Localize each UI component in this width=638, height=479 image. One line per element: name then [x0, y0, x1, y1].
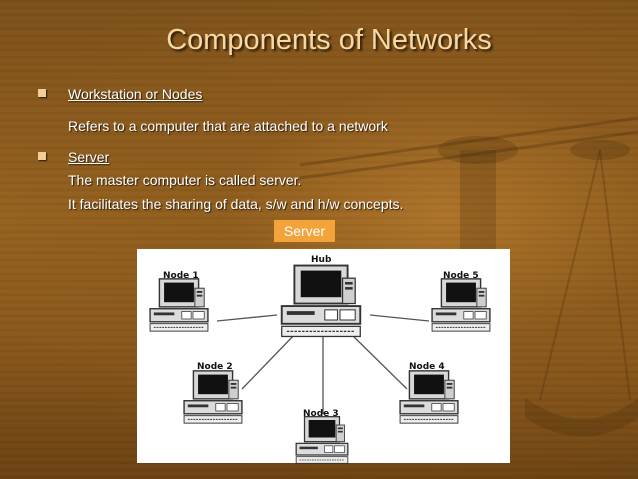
desktop-computer-icon — [399, 370, 459, 424]
desktop-computer-icon — [183, 370, 243, 424]
bullet-square-icon — [38, 152, 46, 160]
slide-title: Components of Networks — [166, 24, 492, 56]
node-4-label: Node 4 — [409, 362, 445, 372]
network-diagram: Hub Node 1 Node 5 Node 2 Node 4 Node 3 — [137, 249, 510, 464]
network-links — [216, 314, 430, 414]
node-2-computer — [179, 369, 247, 430]
node-3-label: Node 3 — [303, 409, 339, 419]
bullet-heading-workstation: Workstation or Nodes — [68, 86, 203, 102]
desktop-computer-icon — [295, 416, 349, 464]
node-1-computer — [145, 277, 213, 338]
hub-label: Hub — [311, 255, 332, 265]
node-1-label: Node 1 — [163, 271, 199, 281]
node-3-computer — [287, 415, 357, 470]
hub-computer — [273, 263, 369, 344]
node-5-label: Node 5 — [443, 271, 479, 281]
workstation-description: Refers to a computer that are attached t… — [68, 118, 388, 134]
server-callout: Server — [274, 220, 335, 242]
node-4-computer — [395, 369, 463, 430]
bullet-heading-server: Server — [68, 149, 110, 165]
desktop-computer-icon — [280, 264, 362, 338]
node-2-label: Node 2 — [197, 362, 233, 372]
desktop-computer-icon — [149, 278, 209, 332]
node-5-computer — [427, 277, 495, 338]
desktop-computer-icon — [431, 278, 491, 332]
server-description-line-2: It facilitates the sharing of data, s/w … — [68, 196, 404, 212]
bullet-square-icon — [38, 89, 46, 97]
server-description-line-1: The master computer is called server. — [68, 172, 302, 188]
